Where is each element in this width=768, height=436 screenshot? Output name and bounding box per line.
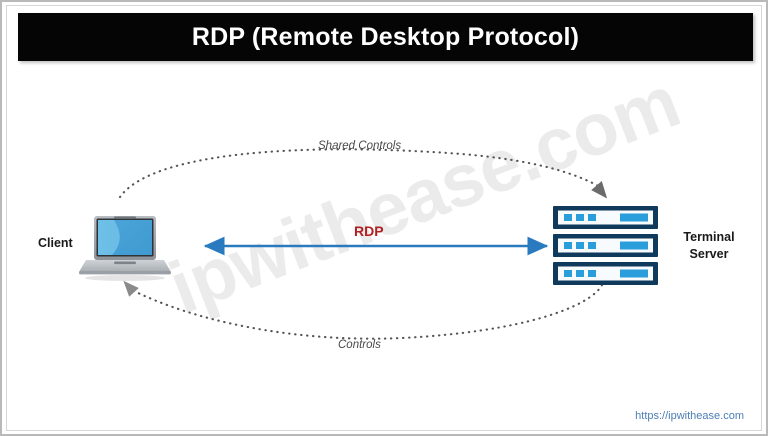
server-unit [553,234,658,257]
connection-controls [123,280,604,340]
shared-controls-dotted-path [118,148,604,199]
controls-label: Controls [338,339,381,351]
terminal-server-label: Terminal Server [683,230,735,261]
footer-url[interactable]: https://ipwithease.com [635,410,744,422]
connection-shared-controls [118,148,608,199]
shared-controls-label: Shared Controls [318,140,402,152]
server-unit [553,262,658,285]
rdp-label: RDP [354,223,384,239]
server-unit [553,206,658,229]
laptop-icon [79,216,171,281]
client-label: Client [38,236,73,250]
title-banner: RDP (Remote Desktop Protocol) [18,13,753,61]
server-stack-icon [553,206,658,285]
page-title: RDP (Remote Desktop Protocol) [191,22,580,51]
shared-controls-arrowhead [591,180,608,199]
controls-dotted-path [130,283,604,340]
controls-arrowhead [123,280,139,297]
